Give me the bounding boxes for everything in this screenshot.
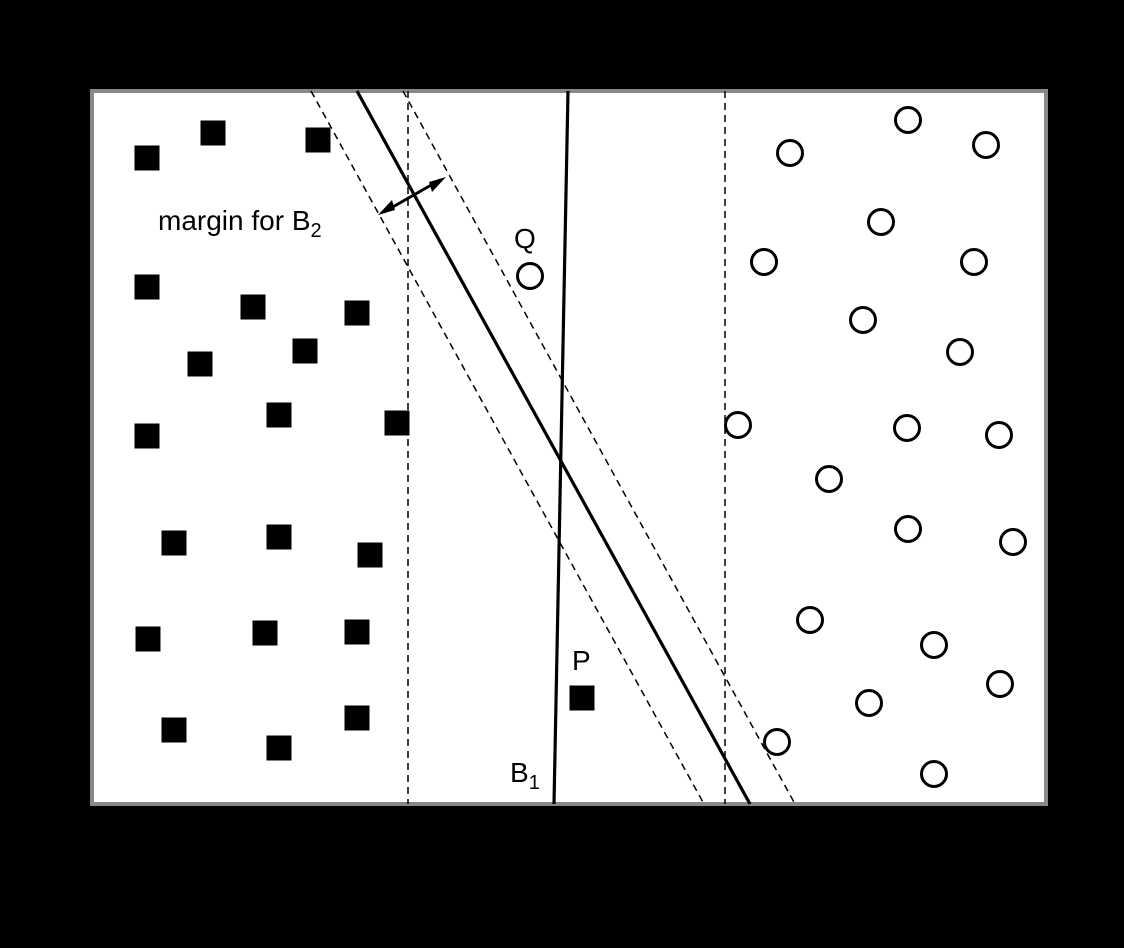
filled-square-icon bbox=[134, 423, 160, 449]
hollow-circle-icon bbox=[920, 631, 948, 659]
hollow-circle-icon bbox=[776, 139, 804, 167]
hollow-circle-icon bbox=[763, 728, 791, 756]
boundary-lines bbox=[310, 90, 796, 805]
filled-square-icon bbox=[344, 300, 370, 326]
label-margin-B2: margin for B2 bbox=[158, 205, 322, 242]
label-b21: b21 bbox=[272, 53, 310, 90]
hollow-circle-icon bbox=[796, 606, 824, 634]
filled-square-icon bbox=[200, 120, 226, 146]
hollow-circle-icon bbox=[894, 106, 922, 134]
hollow-circle-icon bbox=[893, 414, 921, 442]
hollow-circle-icon bbox=[855, 689, 883, 717]
label-B1: B1 bbox=[510, 757, 540, 794]
hollow-circle-icon bbox=[972, 131, 1000, 159]
filled-square-icon bbox=[357, 542, 383, 568]
filled-square-icon bbox=[344, 705, 370, 731]
hollow-circle-icon bbox=[986, 670, 1014, 698]
filled-square-icon bbox=[266, 524, 292, 550]
filled-square-icon bbox=[305, 127, 331, 153]
label-b12: b12 bbox=[723, 833, 761, 870]
hollow-circle-icon bbox=[867, 208, 895, 236]
label-margin-B1: margin for B1 bbox=[471, 837, 635, 874]
filled-square-icon bbox=[134, 274, 160, 300]
margin-arrows bbox=[378, 177, 725, 824]
hollow-circle-icon bbox=[815, 465, 843, 493]
filled-square-icon bbox=[266, 735, 292, 761]
hollow-circle-icon bbox=[985, 421, 1013, 449]
boundary-B1 bbox=[552, 90, 570, 805]
point-P-square-icon bbox=[569, 685, 595, 711]
hollow-circle-icon bbox=[920, 760, 948, 788]
class-squares bbox=[134, 120, 595, 761]
hollow-circle-icon bbox=[724, 411, 752, 439]
class-circles bbox=[516, 106, 1027, 788]
plot-panel bbox=[90, 89, 1048, 806]
filled-square-icon bbox=[161, 717, 187, 743]
hollow-circle-icon bbox=[894, 515, 922, 543]
filled-square-icon bbox=[240, 294, 266, 320]
hollow-circle-icon bbox=[960, 248, 988, 276]
hollow-circle-icon bbox=[750, 248, 778, 276]
hollow-circle-icon bbox=[999, 528, 1027, 556]
margin-line-b21 bbox=[310, 90, 705, 805]
margin-B1-arrowhead-left bbox=[408, 812, 422, 824]
filled-square-icon bbox=[344, 619, 370, 645]
label-b11: b11 bbox=[392, 833, 428, 870]
label-Q: Q bbox=[514, 223, 536, 254]
boundary-B2 bbox=[355, 90, 752, 805]
margin-B2-arrowhead-left bbox=[378, 200, 395, 215]
hollow-circle-icon bbox=[946, 338, 974, 366]
filled-square-icon bbox=[161, 530, 187, 556]
hollow-circle-icon bbox=[849, 306, 877, 334]
label-b22: b22 bbox=[393, 53, 431, 90]
filled-square-icon bbox=[135, 626, 161, 652]
filled-square-icon bbox=[252, 620, 278, 646]
filled-square-icon bbox=[292, 338, 318, 364]
margin-B1-arrowhead-right bbox=[711, 812, 725, 824]
label-B2: B2 bbox=[339, 53, 369, 90]
margin-B2-arrowhead-right bbox=[429, 177, 446, 192]
filled-square-icon bbox=[134, 145, 160, 171]
point-Q-circle-icon bbox=[516, 262, 544, 290]
label-P: P bbox=[572, 645, 591, 676]
filled-square-icon bbox=[266, 402, 292, 428]
margin-line-b22 bbox=[402, 90, 796, 805]
filled-square-icon bbox=[187, 351, 213, 377]
filled-square-icon bbox=[384, 410, 410, 436]
